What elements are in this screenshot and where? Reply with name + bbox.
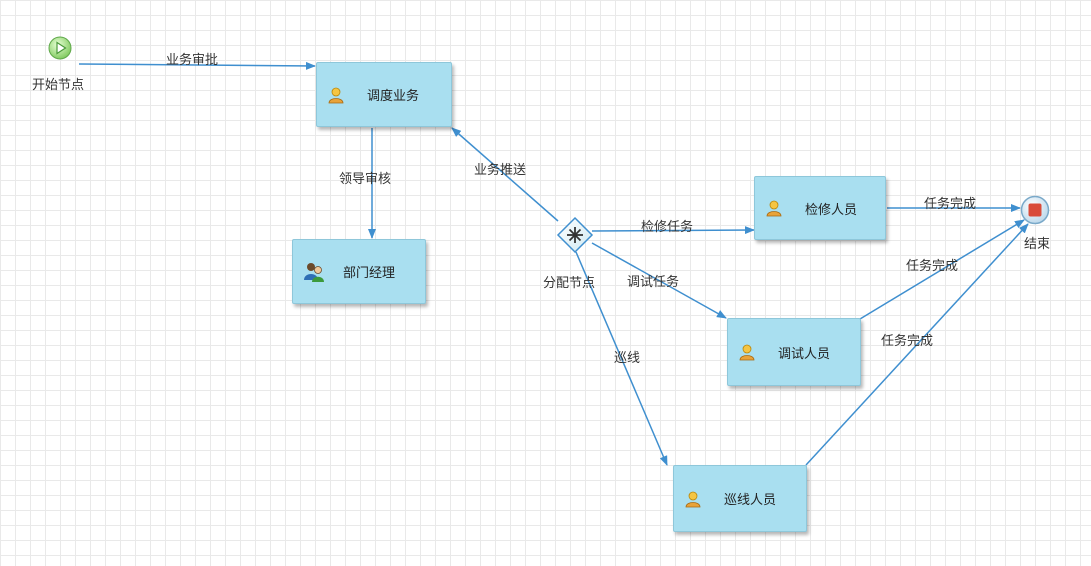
task-patrol[interactable]: 巡线人员 [673, 465, 807, 532]
stop-icon [1020, 195, 1050, 225]
edge-label-done-1: 任务完成 [924, 197, 977, 212]
task-manager-label: 部门经理 [343, 266, 396, 281]
task-manager[interactable]: 部门经理 [292, 239, 426, 304]
play-icon [48, 36, 72, 60]
edge-label-patrol: 巡线 [614, 351, 641, 366]
edge-label-done-2: 任务完成 [906, 259, 959, 274]
gateway-icon [556, 216, 594, 254]
edge-repair-task[interactable] [591, 226, 755, 235]
edge-done-3[interactable] [805, 223, 1029, 466]
edge-label-debug-task: 调试任务 [627, 275, 680, 290]
edge-label-done-3: 任务完成 [881, 334, 934, 349]
end-node-label: 结束 [1024, 237, 1051, 252]
user-icon [739, 344, 755, 361]
task-dispatch-label: 调度业务 [367, 89, 420, 104]
edge-label-leader-review: 领导审核 [339, 172, 392, 187]
end-node[interactable] [1020, 195, 1050, 225]
gateway-node[interactable] [556, 216, 594, 254]
start-node-label: 开始节点 [32, 78, 85, 93]
edge-debug-task[interactable] [591, 242, 727, 319]
start-node[interactable] [48, 36, 72, 60]
edge-label-repair-task: 检修任务 [641, 220, 694, 235]
edge-label-business-push: 业务推送 [474, 163, 527, 178]
task-patrol-label: 巡线人员 [724, 493, 777, 508]
task-debug-label: 调试人员 [778, 346, 831, 362]
task-dispatch[interactable]: 调度业务 [316, 62, 452, 127]
edge-business-push[interactable] [451, 127, 559, 222]
task-maintenance[interactable]: 检修人员 [754, 176, 886, 240]
task-debug[interactable]: 调试人员 [727, 318, 861, 386]
user-icon [766, 200, 782, 217]
edge-patrol[interactable] [575, 251, 668, 466]
edge-done-2[interactable] [859, 219, 1025, 320]
users-icon [304, 262, 324, 282]
user-icon [685, 491, 701, 507]
user-icon [328, 87, 344, 103]
gateway-node-label: 分配节点 [543, 276, 596, 291]
task-maintenance-label: 检修人员 [805, 202, 858, 218]
edge-business-approval[interactable] [78, 61, 316, 70]
edge-label-business-approval: 业务审批 [166, 53, 219, 68]
